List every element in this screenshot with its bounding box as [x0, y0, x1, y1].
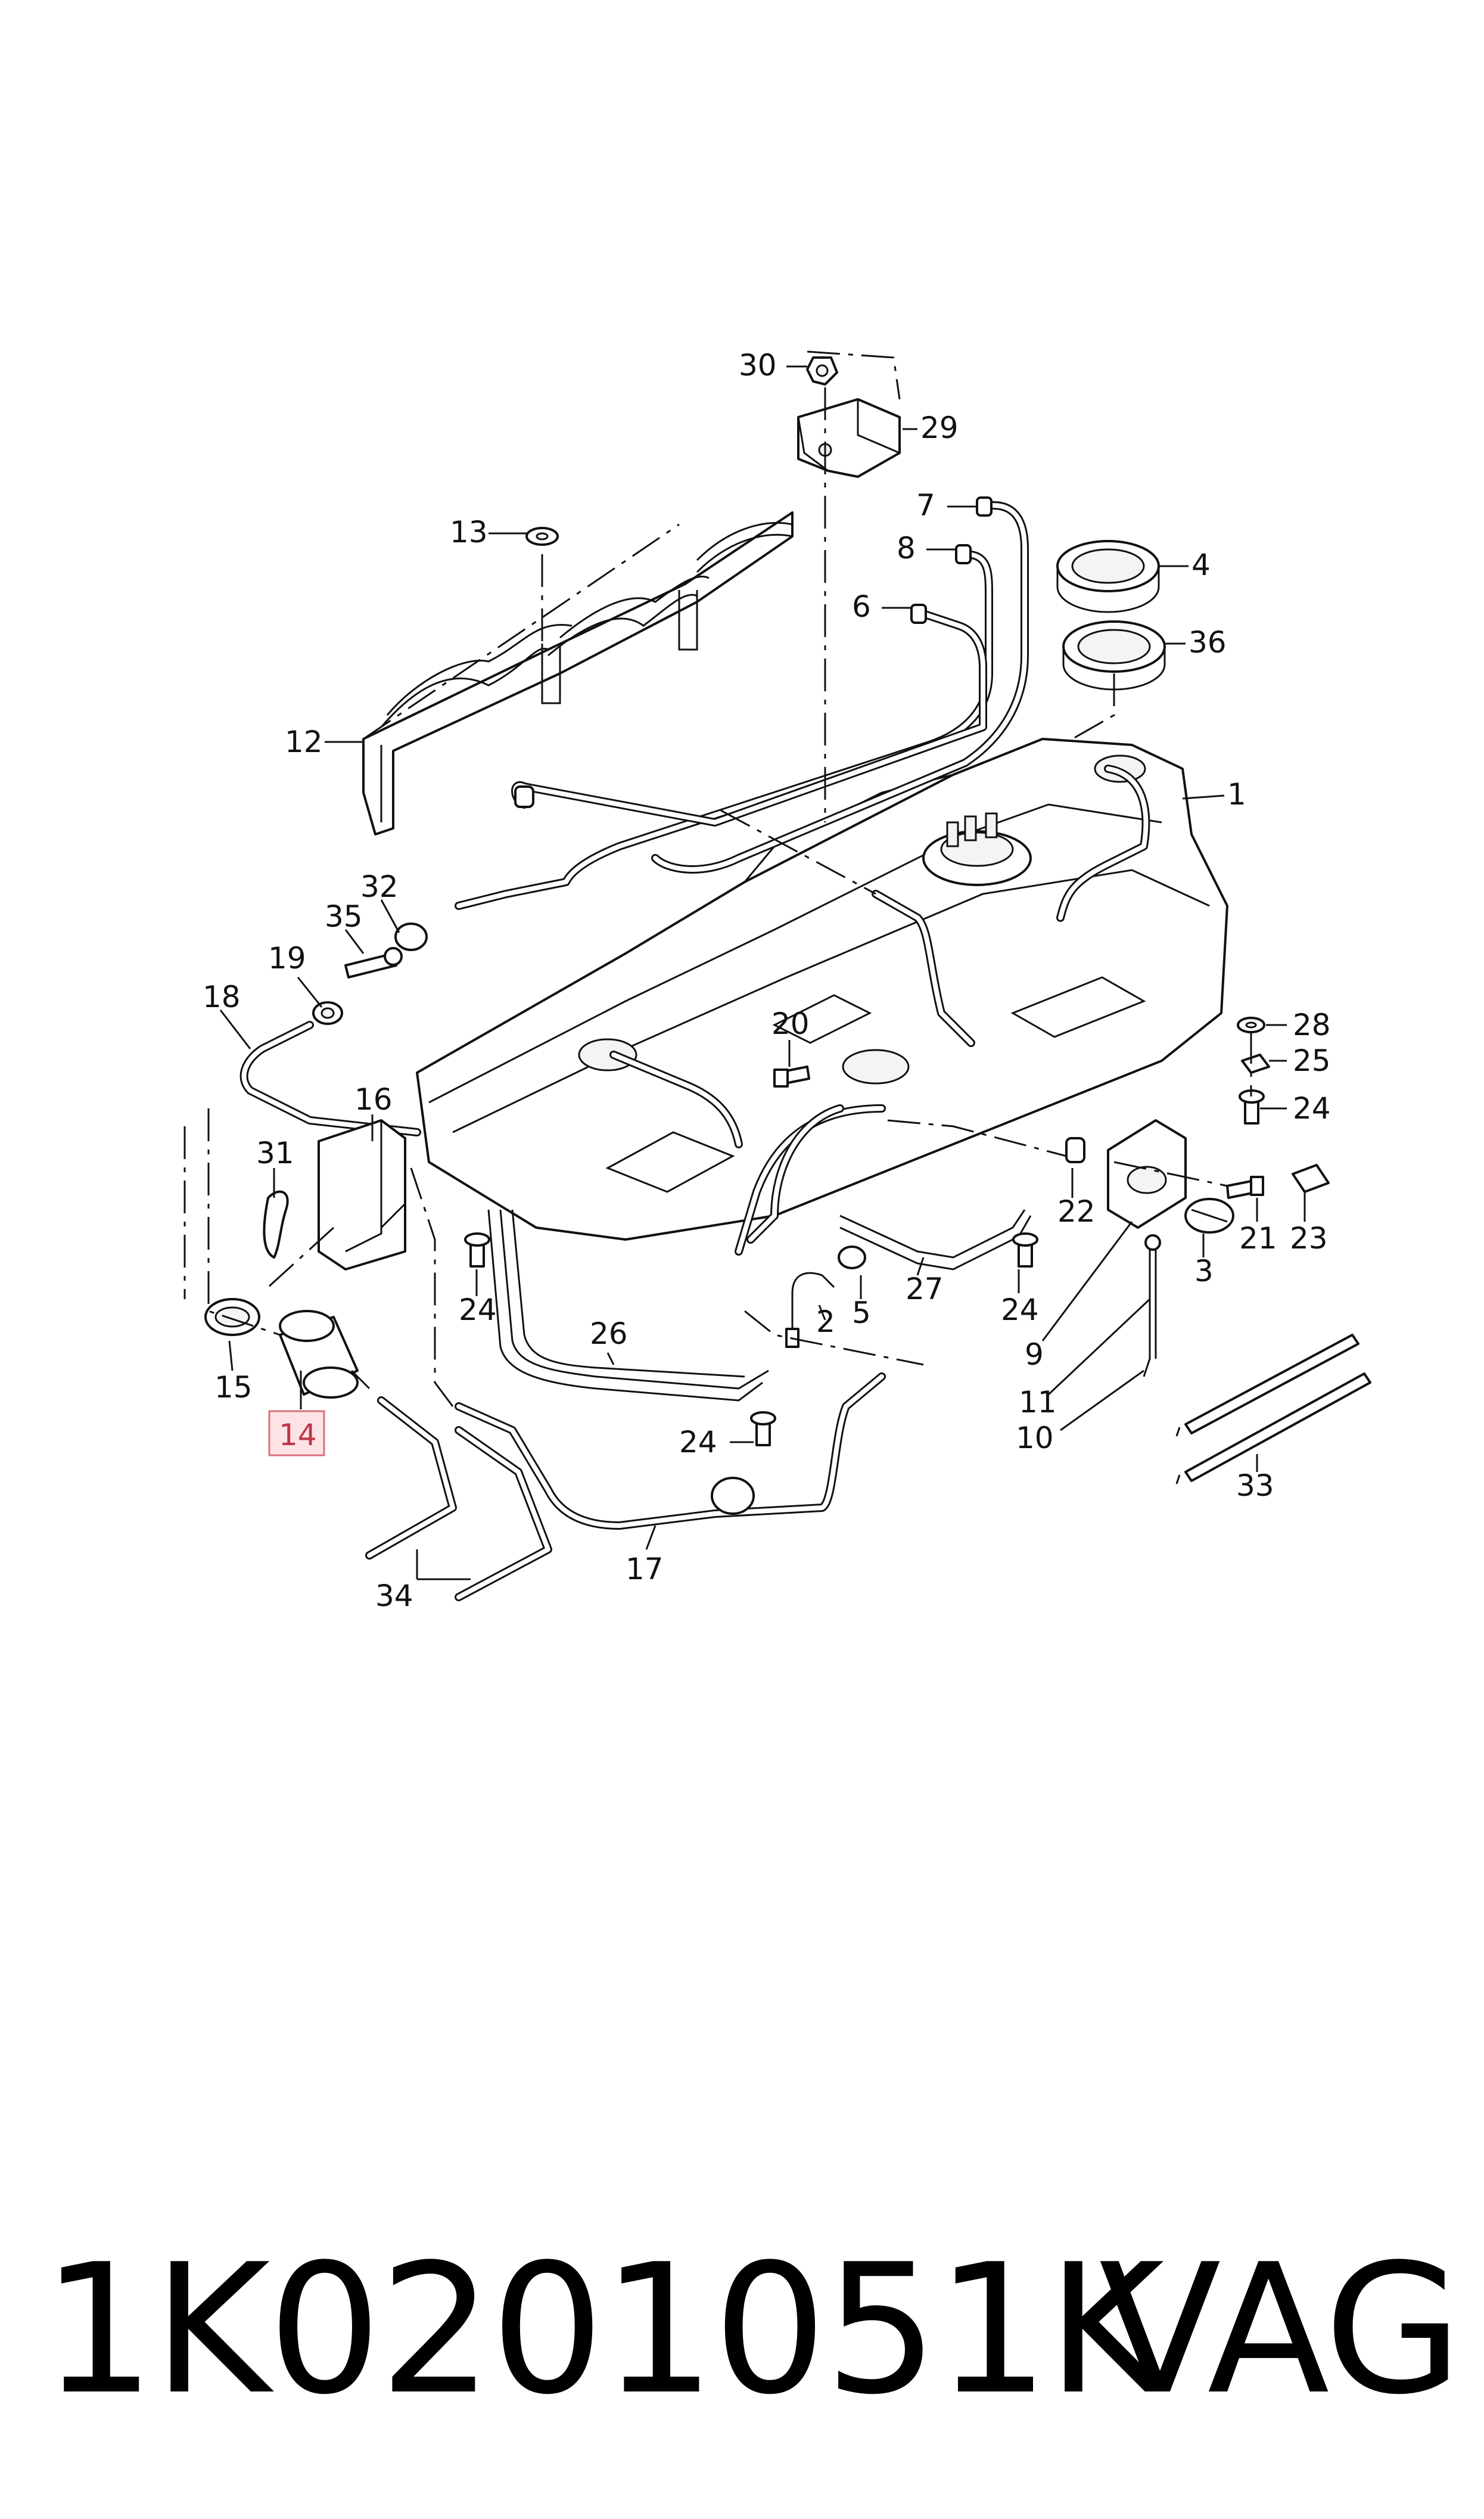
callout-10[interactable]: 10 — [1016, 1421, 1054, 1455]
clip-25[interactable] — [1241, 1054, 1270, 1074]
plug-23[interactable] — [1292, 1164, 1330, 1193]
callout-13[interactable]: 13 — [450, 515, 488, 549]
carbon-canister[interactable] — [318, 1119, 406, 1271]
callout-34[interactable]: 34 — [375, 1579, 413, 1613]
brake-line-26[interactable] — [487, 1209, 769, 1402]
washer-28[interactable] — [1237, 1017, 1265, 1033]
callout-32[interactable]: 32 — [360, 869, 399, 904]
nut[interactable] — [806, 356, 838, 386]
callout-11[interactable]: 11 — [1019, 1385, 1057, 1420]
bolt-35[interactable] — [344, 947, 403, 979]
callout-18[interactable]: 18 — [203, 980, 241, 1014]
callout-28[interactable]: 28 — [1293, 1008, 1331, 1042]
callout-labels: 30 29 7 8 4 6 36 13 12 1 32 35 19 18 20 … — [203, 348, 1331, 1613]
callout-7[interactable]: 7 — [916, 488, 935, 523]
callout-35[interactable]: 35 — [325, 899, 363, 934]
footer: 1K0201051K VAG — [0, 2205, 1484, 2455]
callout-15[interactable]: 15 — [214, 1370, 253, 1405]
filler-housing-9[interactable] — [1107, 1119, 1187, 1229]
grommet-5[interactable] — [838, 1245, 866, 1269]
callout-24-left[interactable]: 24 — [459, 1293, 497, 1327]
cable-ties-33[interactable] — [1175, 1334, 1371, 1484]
callout-5[interactable]: 5 — [852, 1296, 871, 1330]
washer-13[interactable] — [525, 527, 559, 546]
fuel-lines-34[interactable] — [365, 1396, 552, 1601]
callout-20[interactable]: 20 — [771, 1007, 810, 1041]
clip[interactable] — [263, 1190, 289, 1259]
callout-23[interactable]: 23 — [1290, 1221, 1328, 1256]
callout-6[interactable]: 6 — [852, 589, 871, 624]
fuel-cap-3[interactable] — [1184, 1198, 1234, 1234]
bolt-24-bottom[interactable] — [750, 1411, 776, 1446]
callout-27[interactable]: 27 — [906, 1272, 944, 1306]
callout-2[interactable]: 2 — [816, 1304, 835, 1339]
callout-9[interactable]: 9 — [1025, 1337, 1044, 1372]
lock-ring[interactable] — [1056, 540, 1160, 613]
clamp[interactable] — [204, 1298, 260, 1336]
part-number: 1K0201051K — [42, 2226, 1164, 2434]
tank-port-center — [842, 1049, 910, 1085]
fuel-system-exploded-diagram: 30 29 7 8 4 6 36 13 12 1 32 35 19 18 20 … — [183, 348, 1371, 1613]
callout-17[interactable]: 17 — [626, 1552, 664, 1586]
fuel-filter[interactable] — [279, 1310, 371, 1399]
highlighted-part-box — [268, 1410, 325, 1456]
connector-7[interactable] — [976, 496, 993, 517]
callout-36[interactable]: 36 — [1189, 625, 1227, 660]
callout-12[interactable]: 12 — [285, 725, 323, 759]
bracket[interactable] — [797, 398, 901, 478]
callout-26[interactable]: 26 — [590, 1316, 628, 1351]
bolt-21[interactable] — [1226, 1176, 1264, 1199]
leader-lines — [219, 365, 1306, 1580]
fuel-tank[interactable] — [416, 738, 1228, 1241]
tank-port-left — [578, 1038, 637, 1071]
callout-16[interactable]: 16 — [354, 1082, 393, 1117]
callout-25[interactable]: 25 — [1293, 1043, 1331, 1078]
assembly-guide-lines — [183, 350, 1252, 1407]
sealing-ring[interactable] — [1062, 620, 1166, 691]
bolt-24-left[interactable] — [464, 1232, 490, 1268]
callout-8[interactable]: 8 — [897, 531, 916, 566]
callout-22[interactable]: 22 — [1057, 1194, 1096, 1229]
callout-24-bottom[interactable]: 24 — [679, 1425, 717, 1459]
line-27[interactable] — [839, 1209, 1032, 1271]
fuel-line-17[interactable] — [455, 1372, 886, 1530]
callout-33[interactable]: 33 — [1236, 1468, 1274, 1503]
release-cable-10[interactable] — [1143, 1234, 1161, 1377]
connector-6[interactable] — [910, 604, 927, 624]
callout-19[interactable]: 19 — [268, 941, 306, 976]
callout-1[interactable]: 1 — [1227, 777, 1246, 812]
callout-31[interactable]: 31 — [256, 1136, 294, 1170]
connector-left[interactable] — [514, 785, 534, 808]
heat-shield[interactable] — [362, 511, 794, 835]
connector-8[interactable] — [955, 544, 972, 564]
callout-24-center[interactable]: 24 — [1001, 1293, 1039, 1327]
callout-29[interactable]: 29 — [920, 411, 959, 445]
callout-14-highlighted[interactable]: 14 — [279, 1418, 317, 1452]
bolt-24-center[interactable] — [1012, 1232, 1038, 1268]
callout-24-right[interactable]: 24 — [1293, 1091, 1331, 1126]
brand-name: VAG — [1099, 2226, 1463, 2434]
callout-4[interactable]: 4 — [1191, 548, 1211, 582]
clip-32[interactable] — [394, 923, 428, 951]
callout-3[interactable]: 3 — [1194, 1254, 1214, 1288]
grommet-19[interactable] — [312, 1001, 343, 1025]
bolt-20[interactable] — [773, 1066, 810, 1088]
bushing-22[interactable] — [1065, 1137, 1085, 1163]
callout-21[interactable]: 21 — [1239, 1221, 1277, 1256]
callout-30[interactable]: 30 — [739, 348, 777, 383]
